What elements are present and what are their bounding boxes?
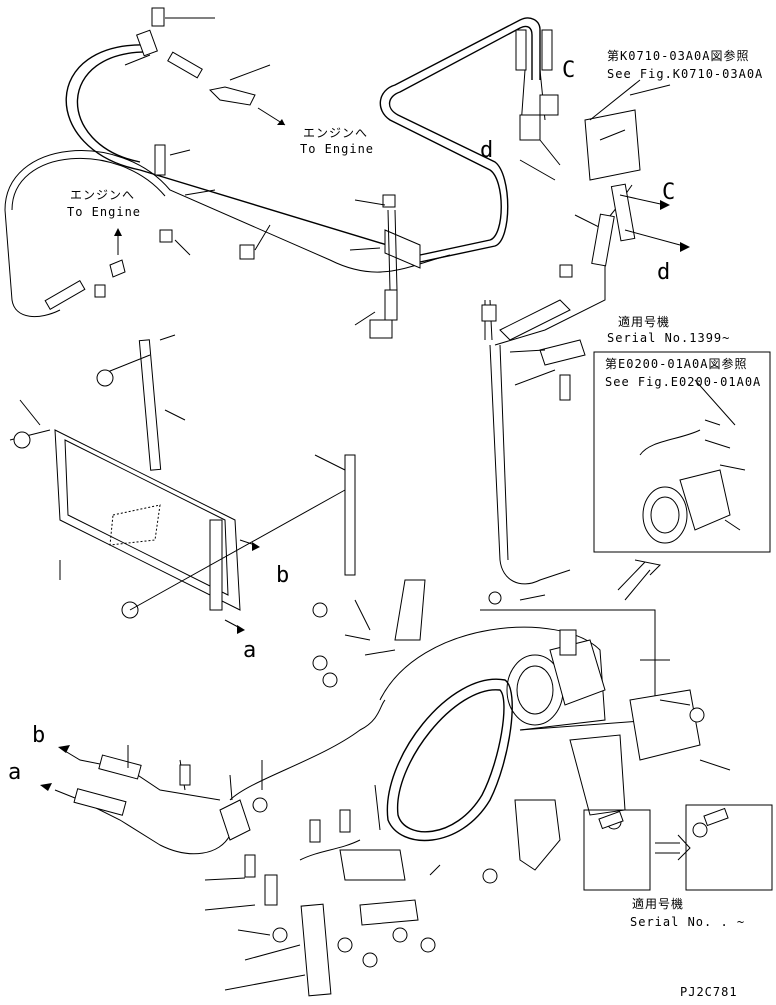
drawing-code: PJ2C781 [680, 985, 738, 999]
to-engine-1-jp: エンジンへ [303, 126, 369, 140]
inset-compressor [593, 351, 771, 553]
letter-a-hose: a [8, 760, 22, 785]
mid-brackets [349, 194, 586, 585]
to-engine-2-jp: エンジンへ [70, 188, 136, 202]
condenser [9, 334, 356, 634]
letter-c-top: C [562, 58, 576, 83]
compressor-area [312, 559, 731, 884]
serial-1-jp: 適用号機 [618, 315, 671, 329]
upper-hose-assembly [4, 7, 451, 318]
refrigerant-lines [379, 17, 690, 346]
to-engine-1-en: To Engine [300, 142, 375, 156]
inset-bolts-2 [685, 804, 773, 891]
ref-k-en: See Fig.K0710-03A0A [607, 67, 764, 81]
serial-2-en: Serial No. . ~ [630, 915, 746, 929]
letter-a-radiator: a [243, 638, 257, 663]
ref-k-jp: 第K0710-03A0A図参照 [607, 49, 750, 63]
inset-bolts-1 [583, 809, 651, 891]
letter-c-mid: C [662, 180, 676, 205]
ref-e-jp: 第E0200-01A0A図参照 [605, 357, 748, 371]
to-engine-2-en: To Engine [67, 205, 142, 219]
letter-b-hose: b [32, 723, 46, 748]
letter-d-right: d [657, 260, 671, 285]
lower-hoses [40, 699, 441, 997]
letter-b-radiator: b [276, 563, 290, 588]
ref-e-en: See Fig.E0200-01A0A [605, 375, 762, 389]
serial-1-en: Serial No.1399~ [607, 331, 731, 345]
serial-2-jp: 適用号機 [632, 897, 685, 911]
letter-d-left: d [480, 138, 494, 163]
